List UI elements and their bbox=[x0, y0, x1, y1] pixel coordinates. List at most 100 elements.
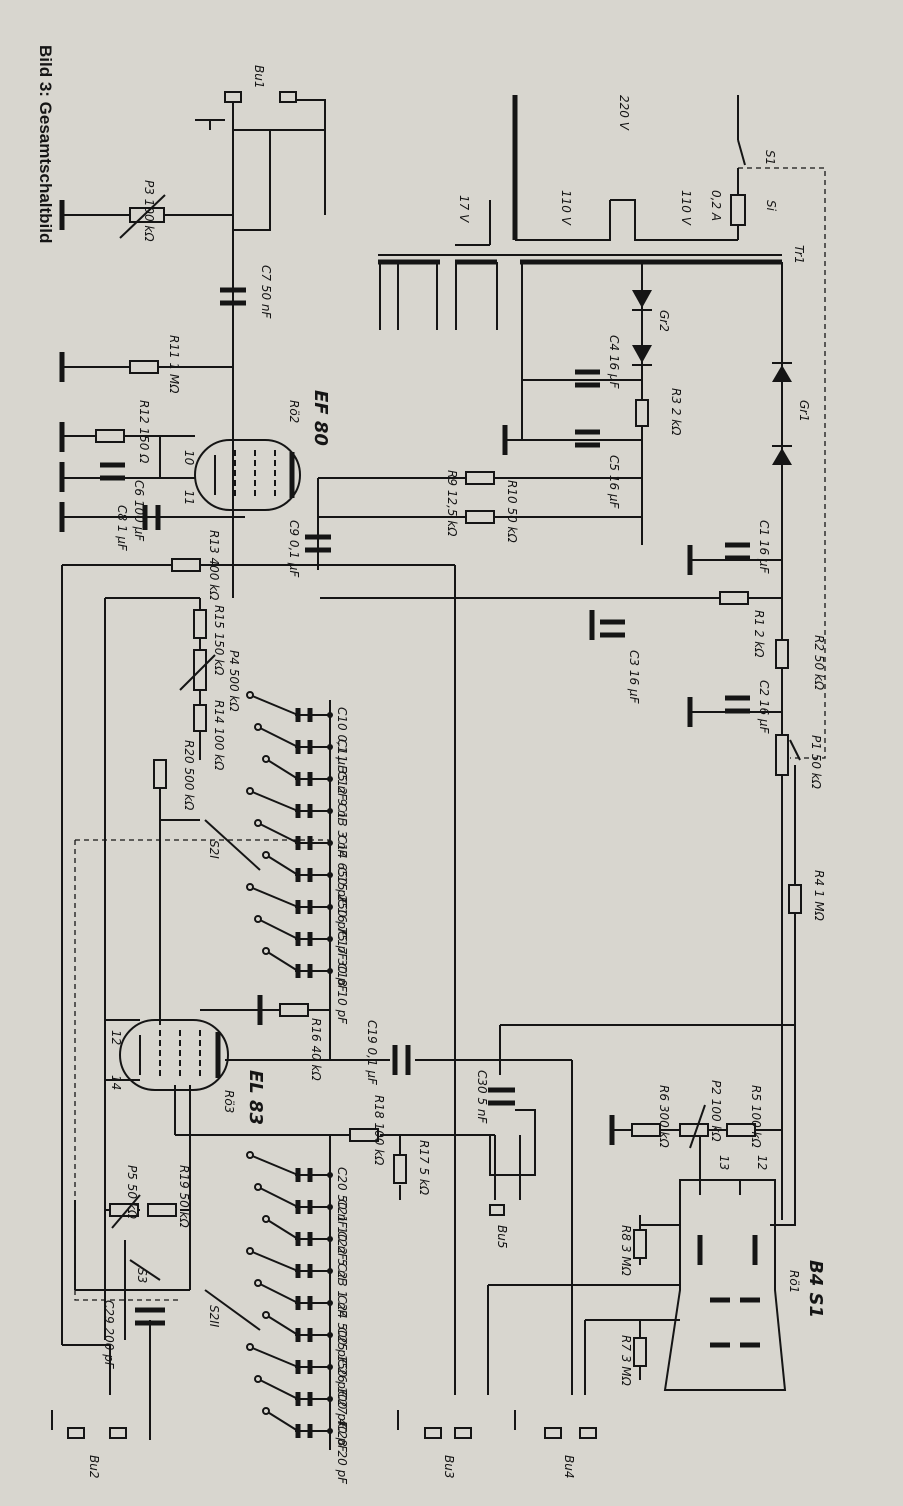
cap-unit: pF bbox=[335, 977, 349, 994]
diode-gr1-a bbox=[772, 365, 792, 382]
diode-gr1-b bbox=[772, 448, 792, 465]
c19-label: C19 0,1 µF bbox=[365, 1020, 379, 1086]
tap-110v-a: 110 V bbox=[559, 190, 573, 226]
cap-name: C25 bbox=[335, 1327, 349, 1354]
jack-bu4-label: Bu4 bbox=[562, 1455, 576, 1478]
cap-value: 0,1 bbox=[335, 734, 349, 757]
bank1-cap-c13: C13 3 nF bbox=[246, 787, 349, 858]
r3-label: R3 2 kΩ bbox=[669, 388, 683, 436]
r14-label: R14 100 kΩ bbox=[212, 700, 226, 771]
diode-gr2-a bbox=[632, 290, 652, 308]
cap-value: 30 bbox=[335, 958, 349, 977]
cap-unit: µF bbox=[335, 756, 349, 773]
cap-value: 150 bbox=[335, 1354, 349, 1381]
c7-label: C7 50 nF bbox=[259, 265, 273, 320]
cap-unit: nF bbox=[335, 842, 349, 858]
cap-c19 bbox=[392, 1045, 411, 1075]
jack-bu5 bbox=[489, 1204, 505, 1216]
r6-label: R6 300 kΩ bbox=[657, 1085, 671, 1148]
el83-pin12: 12 bbox=[109, 1030, 123, 1045]
cap-c4 bbox=[575, 369, 600, 388]
r9-label: R9 12,5 kΩ bbox=[445, 470, 459, 537]
tube-el83-label: EL 83 bbox=[245, 1070, 266, 1125]
cap-unit: nF bbox=[335, 786, 349, 802]
r16-label: R16 40 kΩ bbox=[309, 1018, 323, 1081]
transformer-name: Tr1 bbox=[792, 245, 806, 264]
cap-name: C24 bbox=[335, 1295, 349, 1322]
bank2-cap-label: C22 5 nF bbox=[335, 1231, 349, 1286]
resistor-r20 bbox=[153, 759, 167, 789]
bank2-cap-label: C20 50 nF bbox=[335, 1167, 349, 1229]
p5-label: P5 50 kΩ bbox=[125, 1165, 139, 1220]
cap-value: 40 bbox=[335, 1418, 349, 1437]
jack-bu3 bbox=[397, 1410, 472, 1439]
cap-name: C18 bbox=[335, 963, 349, 990]
cap-name: C16 bbox=[335, 899, 349, 926]
cap-value: 10 bbox=[335, 1226, 349, 1245]
cap-unit: pF bbox=[335, 1437, 349, 1454]
bank2-cap-label: C21 10 nF bbox=[335, 1199, 349, 1261]
c5-label: C5 16 µF bbox=[607, 455, 621, 510]
resistor-r8 bbox=[633, 1229, 647, 1259]
cap-value: 3 bbox=[335, 830, 349, 841]
cap-value: 35 bbox=[335, 766, 349, 785]
bank1-cap-c10: C10 0,1 µF bbox=[246, 691, 349, 773]
diode-gr2-b bbox=[632, 345, 652, 363]
bank2-cap-c23: C23 1 nF bbox=[246, 1247, 349, 1318]
pot-p4 bbox=[179, 649, 216, 691]
resistor-r14 bbox=[193, 704, 207, 732]
r20-label: R20 500 kΩ bbox=[182, 740, 196, 811]
bank1-cap-c12: C12 9 nF bbox=[262, 755, 349, 826]
p2-label: P2 100 kΩ bbox=[709, 1080, 723, 1142]
cap-unit: nF bbox=[335, 1270, 349, 1286]
jack-bu2-label: Bu2 bbox=[87, 1455, 101, 1478]
bank2-cap-c28: C28 20 pF bbox=[262, 1407, 349, 1485]
c30-label: C30 5 nF bbox=[475, 1070, 489, 1125]
cap-name: C15 bbox=[335, 867, 349, 894]
ef80-pin11: 11 bbox=[182, 490, 196, 505]
cap-name: C26 bbox=[335, 1359, 349, 1386]
components bbox=[51, 91, 802, 1439]
tap-110v-b: 110 V bbox=[679, 190, 693, 226]
resistor-r4 bbox=[788, 884, 802, 914]
wiring bbox=[61, 95, 826, 1450]
cap-name: C10 bbox=[335, 707, 349, 734]
cap-name: C13 bbox=[335, 803, 349, 830]
cap-unit: pF bbox=[335, 920, 349, 937]
p3-label: P3 100 kΩ bbox=[142, 180, 156, 242]
r7-label: R7 3 MΩ bbox=[619, 1335, 633, 1387]
cap-c8 bbox=[142, 505, 161, 530]
tube-ef80 bbox=[194, 439, 301, 511]
fuse-name: Si bbox=[764, 200, 778, 212]
bank1-cap-label: C15 250 pF bbox=[335, 867, 349, 937]
c3-label: C3 16 µF bbox=[627, 650, 641, 705]
bank2-cap-label: C23 1 nF bbox=[335, 1263, 349, 1318]
r17-label: R17 5 kΩ bbox=[417, 1140, 431, 1196]
tube-ef80-label: EF 80 bbox=[310, 390, 331, 446]
bank2-cap-c22: C22 5 nF bbox=[262, 1215, 349, 1286]
resistor-r12 bbox=[95, 429, 125, 443]
ef80-pin10: 10 bbox=[182, 450, 196, 466]
bank2-cap-c20: C20 50 nF bbox=[246, 1151, 349, 1229]
bank2-cap-label: C26 100 pF bbox=[335, 1359, 349, 1429]
cap-unit: pF bbox=[335, 1469, 349, 1486]
bank2-cap-c24: C24 500 pF bbox=[254, 1279, 349, 1365]
cap-value: 9 bbox=[335, 798, 349, 809]
fuse-si bbox=[730, 194, 746, 226]
cap-unit: nF bbox=[335, 810, 349, 826]
mains-label: 220 V bbox=[617, 95, 631, 131]
c1-label: C1 16 µF bbox=[757, 520, 771, 575]
switch-s2i-label: S2I bbox=[207, 840, 221, 859]
cap-unit: pF bbox=[335, 1348, 349, 1365]
jack-bu1 bbox=[224, 91, 297, 103]
cap-name: C21 bbox=[335, 1199, 349, 1226]
bank2-cap-label: C28 20 pF bbox=[335, 1423, 349, 1485]
resistor-r9 bbox=[465, 471, 495, 485]
resistor-r15 bbox=[193, 609, 207, 639]
cap-name: C17 bbox=[335, 931, 349, 958]
resistor-r6 bbox=[631, 1123, 661, 1137]
crt-pin12: 12 bbox=[755, 1155, 769, 1170]
pot-p3 bbox=[119, 194, 166, 239]
crt-tube bbox=[663, 1179, 787, 1391]
